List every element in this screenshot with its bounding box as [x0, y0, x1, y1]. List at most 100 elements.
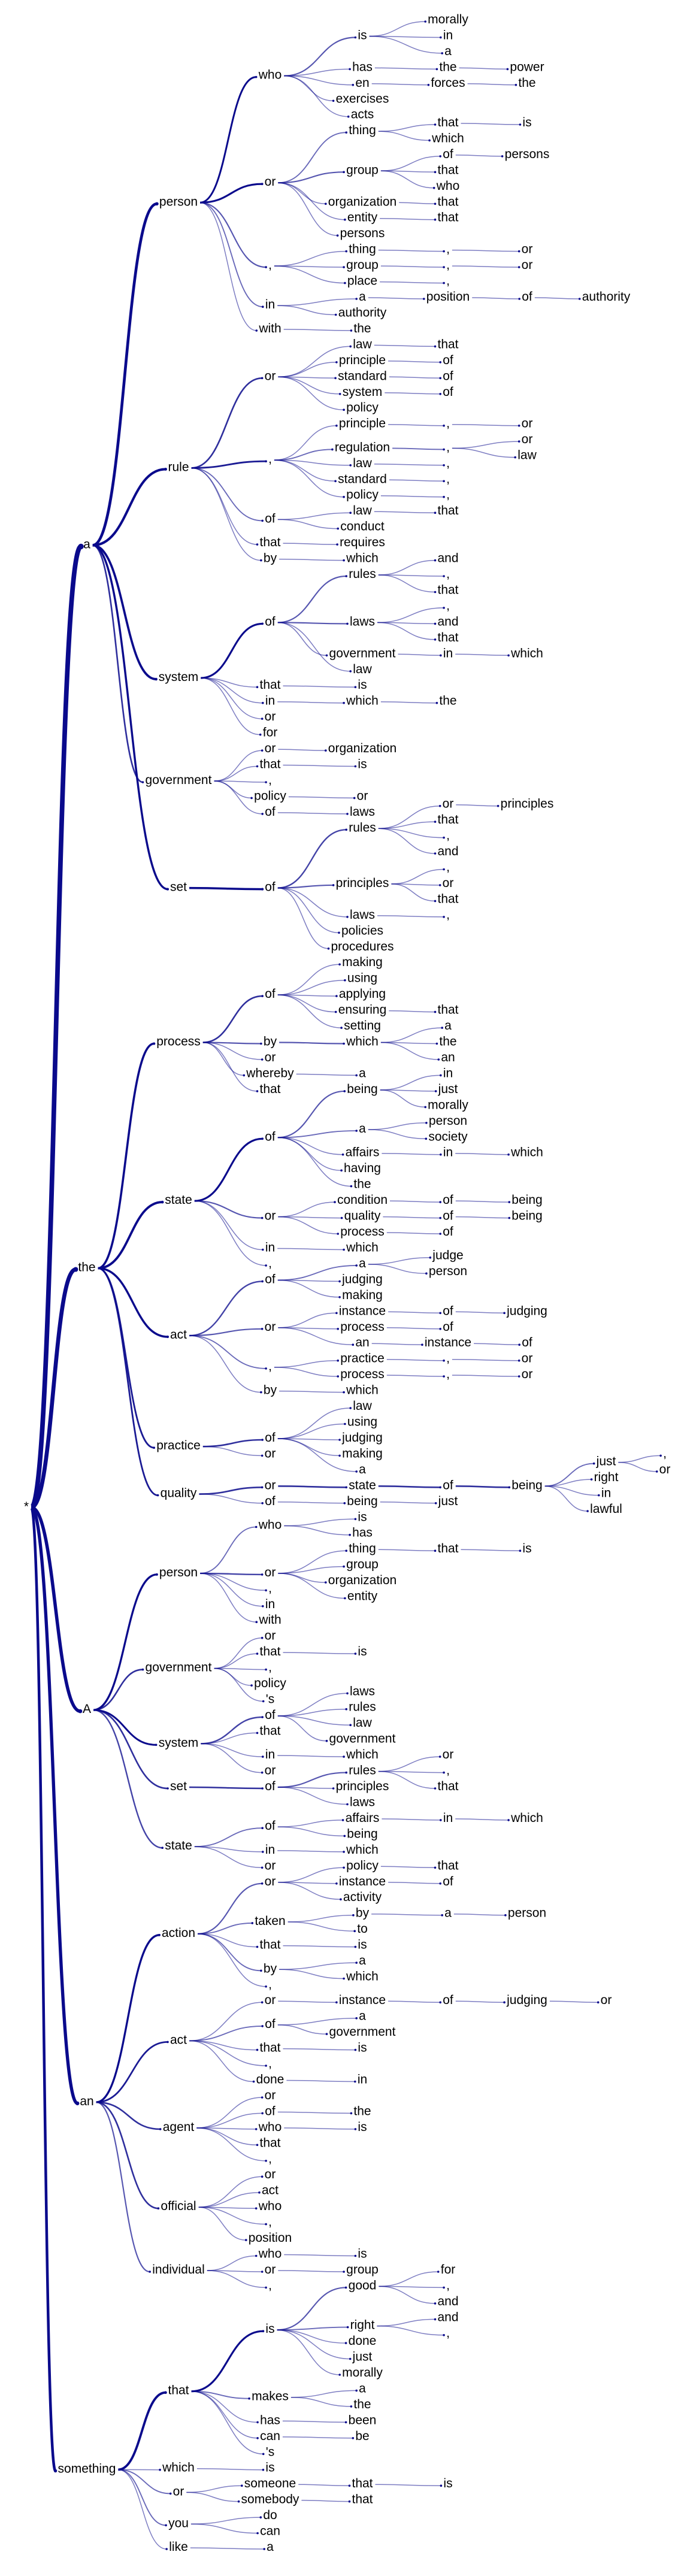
branch-word: state — [165, 1193, 192, 1207]
branch-word: like — [169, 2540, 188, 2554]
node-dot — [250, 797, 253, 800]
branch-word: in — [265, 694, 275, 708]
branch-word: instance — [339, 1304, 386, 1318]
node-dot — [256, 765, 259, 768]
tree-edge — [186, 2492, 239, 2502]
tree-edge — [377, 622, 435, 640]
leaf-word: a — [359, 1954, 366, 1967]
tree-edge — [278, 182, 345, 220]
leaf-word: or — [522, 1367, 533, 1381]
tree-edge — [202, 1439, 263, 1448]
branch-word: rule — [168, 460, 189, 474]
branch-word: in — [265, 1241, 275, 1255]
branch-word: position — [426, 290, 470, 304]
leaf-word: authority — [582, 290, 631, 304]
leaf-word: acts — [351, 108, 374, 122]
leaf-word: to — [357, 1922, 368, 1936]
tree-edge — [378, 574, 435, 593]
branch-word: a — [444, 1906, 452, 1920]
tree-edge — [118, 2391, 166, 2471]
node-dot — [332, 1787, 335, 1790]
tree-edge — [277, 1137, 352, 1187]
node-dot — [443, 464, 445, 467]
tree-edge — [277, 1502, 345, 1504]
node-dot — [434, 1502, 437, 1505]
node-dot — [259, 2516, 262, 2519]
tree-edge — [197, 1882, 262, 1935]
tree-edge — [277, 2329, 340, 2375]
tree-edge — [277, 2287, 346, 2331]
tree-edge — [279, 1962, 357, 1970]
node-dot — [354, 1652, 357, 1655]
branch-word: A — [83, 1702, 91, 1716]
node-dot — [507, 1153, 510, 1156]
tree-edge — [277, 1715, 351, 1726]
tree-edge — [278, 182, 338, 236]
branch-word: which — [162, 2461, 195, 2475]
branch-word: ensuring — [338, 1003, 387, 1017]
node-dot — [331, 448, 334, 451]
node-dot — [243, 1074, 246, 1077]
node-dot — [508, 1486, 511, 1489]
leaf-word: or — [265, 2088, 276, 2102]
tree-edge — [378, 574, 444, 577]
leaf-word: being — [511, 1209, 542, 1223]
leaf-word: the — [518, 76, 535, 90]
leaf-word: in — [265, 1597, 275, 1611]
tree-edge — [199, 1486, 262, 1495]
leaf-word: for — [441, 2263, 456, 2277]
leaf-word: of — [443, 1225, 453, 1239]
branch-word: or — [265, 1320, 276, 1334]
tree-edge — [284, 75, 353, 86]
node-dot — [427, 84, 430, 86]
branch-word: , — [446, 258, 450, 272]
tree-edge — [455, 1200, 510, 1203]
leaf-word: or — [522, 258, 533, 272]
branch-word: by — [264, 1961, 277, 1975]
leaf-word: which — [510, 646, 543, 660]
node-dot — [443, 868, 445, 871]
leaf-word: which — [346, 1748, 379, 1761]
tree-edge — [278, 1882, 341, 1900]
tree-edge — [284, 1518, 356, 1527]
leaf-word: , — [446, 488, 450, 502]
node-dot — [343, 1391, 345, 1394]
node-dot — [262, 2330, 265, 2333]
tree-edge — [461, 1549, 520, 1551]
node-dot — [439, 1312, 441, 1315]
node-dot — [156, 1494, 159, 1497]
node-dot — [350, 2112, 353, 2115]
tree-edge — [284, 75, 334, 102]
tree-edge — [279, 1390, 344, 1393]
tree-edge — [283, 685, 356, 688]
tree-edge — [189, 2025, 263, 2042]
leaf-word: that — [437, 504, 458, 517]
node-dot — [78, 1709, 83, 1714]
tree-edge — [388, 2000, 441, 2003]
branch-word: you — [168, 2516, 189, 2530]
node-dot — [354, 2128, 357, 2130]
node-dot — [438, 1755, 441, 1758]
node-dot — [346, 2326, 349, 2329]
leaf-word: can — [260, 2524, 280, 2538]
tree-edge — [278, 1201, 335, 1218]
branch-word: state — [165, 1839, 192, 1852]
node-dot — [434, 1866, 437, 1869]
tree-edge — [380, 495, 444, 498]
node-dot — [440, 1074, 442, 1077]
node-dot — [443, 607, 445, 609]
node-dot — [503, 2001, 506, 2003]
node-dot — [443, 480, 445, 483]
tree-edge — [277, 1772, 347, 1788]
node-dot — [425, 1122, 428, 1124]
branch-word: instance — [339, 1875, 386, 1888]
tree-edge — [194, 1200, 262, 1219]
branch-word: or — [265, 175, 276, 189]
branch-word: standard — [338, 472, 387, 486]
branch-word: in — [265, 1843, 275, 1857]
tree-edge — [200, 1573, 257, 1623]
node-dot — [261, 1866, 264, 1869]
leaf-word: in — [443, 1066, 453, 1080]
node-dot — [353, 1930, 356, 1932]
